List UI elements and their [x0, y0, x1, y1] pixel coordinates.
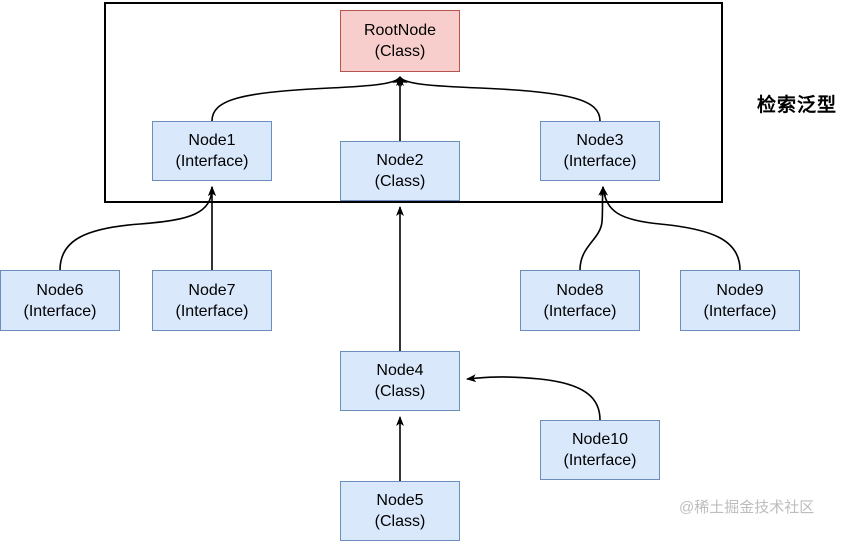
node-node6[interactable]: Node6 (Interface)	[0, 270, 120, 331]
node-node10-name: Node10	[571, 431, 629, 448]
node-node5[interactable]: Node5 (Class)	[340, 481, 460, 541]
node-node9-name: Node9	[716, 281, 764, 299]
edge-node10-to-node4	[466, 374, 601, 421]
node-node4-kind: (Class)	[374, 383, 426, 400]
node-node3-name: Node3	[576, 132, 624, 149]
node-node2-name: Node2	[376, 152, 424, 169]
node-node9[interactable]: Node9 (Interface)	[680, 270, 800, 331]
node-node3[interactable]: Node3 (Interface)	[540, 121, 660, 181]
node-node8-name: Node8	[556, 281, 604, 299]
generic-group-frame	[104, 2, 723, 203]
node-node8[interactable]: Node8 (Interface)	[520, 270, 640, 331]
node-node6-name: Node6	[36, 281, 84, 299]
node-node2-kind: (Class)	[374, 173, 426, 190]
watermark: @稀土掘金技术社区	[679, 499, 815, 516]
node-node1[interactable]: Node1 (Interface)	[152, 121, 272, 181]
node-node7-name: Node7	[188, 281, 236, 299]
node-node1-name: Node1	[188, 132, 236, 149]
node-rootnode[interactable]: RootNode (Class)	[340, 10, 460, 72]
node-node5-name: Node5	[376, 492, 424, 509]
node-node3-kind: (Interface)	[563, 153, 637, 170]
node-node9-kind: (Interface)	[703, 302, 777, 320]
node-node8-kind: (Interface)	[543, 302, 617, 320]
node-node7-kind: (Interface)	[175, 302, 249, 320]
node-node4-name: Node4	[376, 362, 424, 379]
node-rootnode-kind: (Class)	[374, 43, 426, 60]
node-node1-kind: (Interface)	[175, 153, 249, 170]
node-node6-kind: (Interface)	[23, 302, 97, 320]
group-label: 检索泛型	[757, 95, 838, 116]
node-rootnode-name: RootNode	[363, 22, 437, 39]
node-node7[interactable]: Node7 (Interface)	[152, 270, 272, 331]
node-node2[interactable]: Node2 (Class)	[340, 141, 460, 201]
node-node5-kind: (Class)	[374, 513, 426, 530]
node-node4[interactable]: Node4 (Class)	[340, 351, 460, 411]
node-node10-kind: (Interface)	[563, 452, 637, 469]
node-node10[interactable]: Node10 (Interface)	[540, 420, 660, 480]
